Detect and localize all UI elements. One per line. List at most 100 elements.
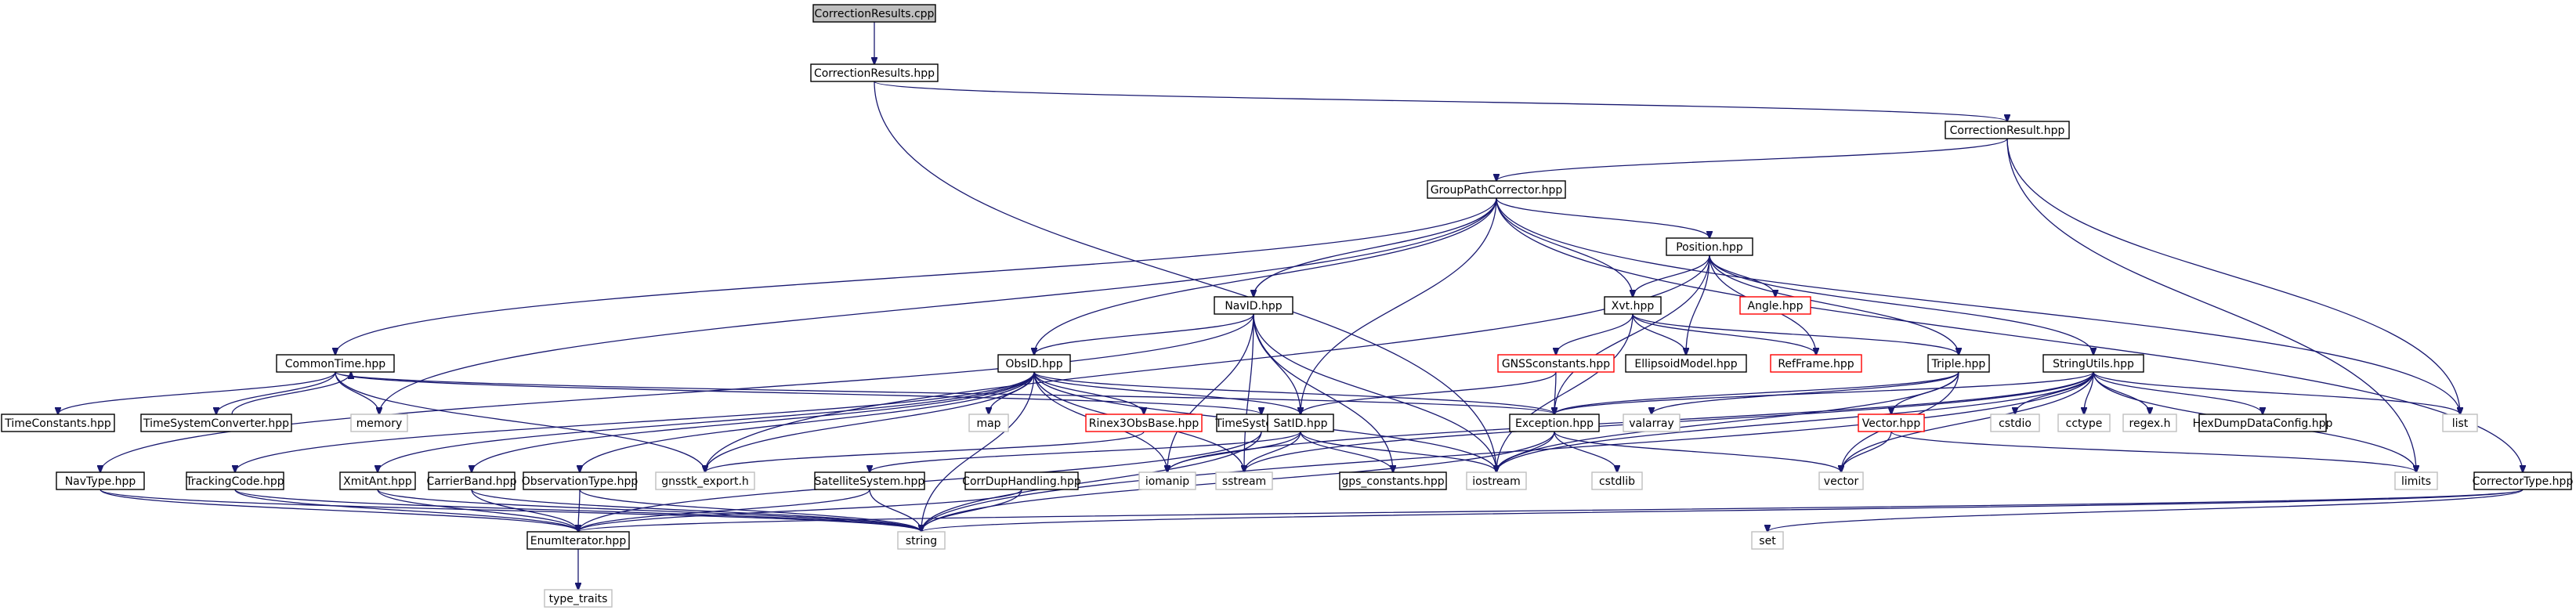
node-box <box>2122 414 2177 432</box>
node-label: Angle.hpp <box>1748 300 1804 312</box>
edge-obs-to-gnsstk <box>705 371 1035 472</box>
node-box <box>339 471 416 490</box>
node-box <box>897 531 946 550</box>
node-label: XmitAnt.hpp <box>343 475 412 488</box>
node-hexdumpdataconfig-hpp[interactable]: HexDumpDataConfig.hpp <box>2193 414 2333 432</box>
node-box <box>1215 471 1273 490</box>
edges-layer <box>58 22 2523 590</box>
edge-ts-to-string <box>921 431 1262 532</box>
node-map: map <box>968 414 1009 432</box>
node-box <box>1509 414 1600 432</box>
node-observationtype-hpp[interactable]: ObservationType.hpp <box>522 471 639 490</box>
nodes-layer: CorrectionResults.cppCorrectionResults.h… <box>1 4 2574 608</box>
node-sstream: sstream <box>1215 471 1273 490</box>
node-obsid-hpp[interactable]: ObsID.hpp <box>997 354 1071 373</box>
node-box <box>810 63 939 82</box>
edge-xvt-to-ref <box>1632 313 1816 355</box>
node-box <box>655 471 755 490</box>
edge-sat-to-sstream <box>1244 431 1301 472</box>
node-label: GroupPathCorrector.hpp <box>1431 184 1563 197</box>
edge-exc-to-cstdlib <box>1554 431 1617 472</box>
node-box <box>523 471 637 490</box>
edge-obs-to-sat <box>1033 371 1301 414</box>
node-label: ObservationType.hpp <box>522 475 639 488</box>
edge-cr1-to-limits <box>2006 138 2416 472</box>
edge-gpc-to-list <box>1496 197 2460 414</box>
edge-xvt-to-triple <box>1632 313 1959 355</box>
node-box <box>964 471 1079 490</box>
node-navtype-hpp[interactable]: NavType.hpp <box>56 471 145 490</box>
node-gnsstk-export-h: gnsstk_export.h <box>655 471 755 490</box>
node-exception-hpp[interactable]: Exception.hpp <box>1509 414 1600 432</box>
node-grouppathcorrector-hpp[interactable]: GroupPathCorrector.hpp <box>1427 180 1566 199</box>
node-refframe-hpp[interactable]: RefFrame.hpp <box>1770 354 1862 373</box>
edge-sat-to-satsys <box>870 431 1301 472</box>
node-xmitant-hpp[interactable]: XmitAnt.hpp <box>339 471 416 490</box>
node-stringutils-hpp[interactable]: StringUtils.hpp <box>2042 354 2144 373</box>
node-box <box>186 471 284 490</box>
node-satellitesystem-hpp[interactable]: SatelliteSystem.hpp <box>814 471 925 490</box>
node-label: limits <box>2401 475 2431 488</box>
node-box <box>1623 414 1681 432</box>
node-cstdio: cstdio <box>1990 414 2040 432</box>
node-box <box>1427 180 1566 199</box>
node-box <box>56 471 145 490</box>
node-box <box>1770 354 1862 373</box>
node-corrduphandling-hpp[interactable]: CorrDupHandling.hpp <box>962 471 1081 490</box>
node-gps-constants-hpp[interactable]: gps_constants.hpp <box>1339 471 1447 490</box>
edge-su-to-cctype <box>2084 371 2094 414</box>
node-type-traits: type_traits <box>544 589 613 608</box>
edge-gpc-to-ct <box>335 197 1497 355</box>
node-correctionresults-cpp[interactable]: CorrectionResults.cpp <box>812 4 936 23</box>
node-ellipsoidmodel-hpp[interactable]: EllipsoidModel.hpp <box>1625 354 1747 373</box>
edge-su-to-hex <box>2093 371 2263 414</box>
node-label: sstream <box>1222 475 1266 488</box>
node-label: iomanip <box>1145 475 1189 488</box>
node-correctionresults-hpp[interactable]: CorrectionResults.hpp <box>810 63 939 82</box>
edge-ct-to-gnsstk <box>335 371 705 472</box>
node-label: vector <box>1824 475 1859 488</box>
node-trackingcode-hpp[interactable]: TrackingCode.hpp <box>185 471 284 490</box>
node-box <box>1666 237 1753 256</box>
node-correctionresult-hpp[interactable]: CorrectionResult.hpp <box>1945 121 2070 139</box>
node-vector-hpp[interactable]: Vector.hpp <box>1858 414 1925 432</box>
edge-su-to-regex <box>2093 371 2150 414</box>
node-label: map <box>976 417 1000 430</box>
node-timesystemconverter-hpp[interactable]: TimeSystemConverter.hpp <box>140 414 292 432</box>
node-box <box>2442 414 2478 432</box>
edge-exc-to-vector <box>1554 431 1841 472</box>
edge-pos-to-triple <box>1709 255 1959 355</box>
node-label: gps_constants.hpp <box>1341 475 1444 488</box>
node-navid-hpp[interactable]: NavID.hpp <box>1214 296 1293 315</box>
node-angle-hpp[interactable]: Angle.hpp <box>1739 296 1811 315</box>
edge-obs-to-r3 <box>1033 371 1144 414</box>
node-position-hpp[interactable]: Position.hpp <box>1666 237 1753 256</box>
node-memory: memory <box>350 414 408 432</box>
node-set: set <box>1751 531 1784 550</box>
edge-obs-to-obstype <box>580 371 1035 472</box>
edge-obs-to-map <box>989 371 1035 414</box>
node-box <box>350 414 408 432</box>
edge-obs-to-exc <box>1033 371 1554 414</box>
node-rinex3obsbase-hpp[interactable]: Rinex3ObsBase.hpp <box>1085 414 1203 432</box>
node-gnssconstants-hpp[interactable]: GNSSconstants.hpp <box>1497 354 1615 373</box>
node-label: CorrectorType.hpp <box>2473 475 2574 488</box>
node-label: TrackingCode.hpp <box>185 475 284 488</box>
node-xvt-hpp[interactable]: Xvt.hpp <box>1604 296 1662 315</box>
edge-vec-to-vector <box>1841 431 1892 472</box>
node-timeconstants-hpp[interactable]: TimeConstants.hpp <box>1 414 115 432</box>
node-iostream: iostream <box>1466 471 1527 490</box>
node-iomanip: iomanip <box>1138 471 1196 490</box>
node-box <box>1466 471 1527 490</box>
node-commontime-hpp[interactable]: CommonTime.hpp <box>276 354 395 373</box>
node-enumiterator-hpp[interactable]: EnumIterator.hpp <box>526 531 630 550</box>
node-triple-hpp[interactable]: Triple.hpp <box>1927 354 1990 373</box>
node-satid-hpp[interactable]: SatID.hpp <box>1267 414 1334 432</box>
edge-ct-to-ts <box>335 371 1261 414</box>
edge-obstype-to-string <box>579 489 921 532</box>
node-carrierband-hpp[interactable]: CarrierBand.hpp <box>427 471 517 490</box>
node-label: CorrectionResults.hpp <box>814 67 935 80</box>
node-correctortype-hpp[interactable]: CorrectorType.hpp <box>2473 471 2574 490</box>
node-label: gnsstk_export.h <box>661 475 749 488</box>
node-regex-h: regex.h <box>2122 414 2177 432</box>
